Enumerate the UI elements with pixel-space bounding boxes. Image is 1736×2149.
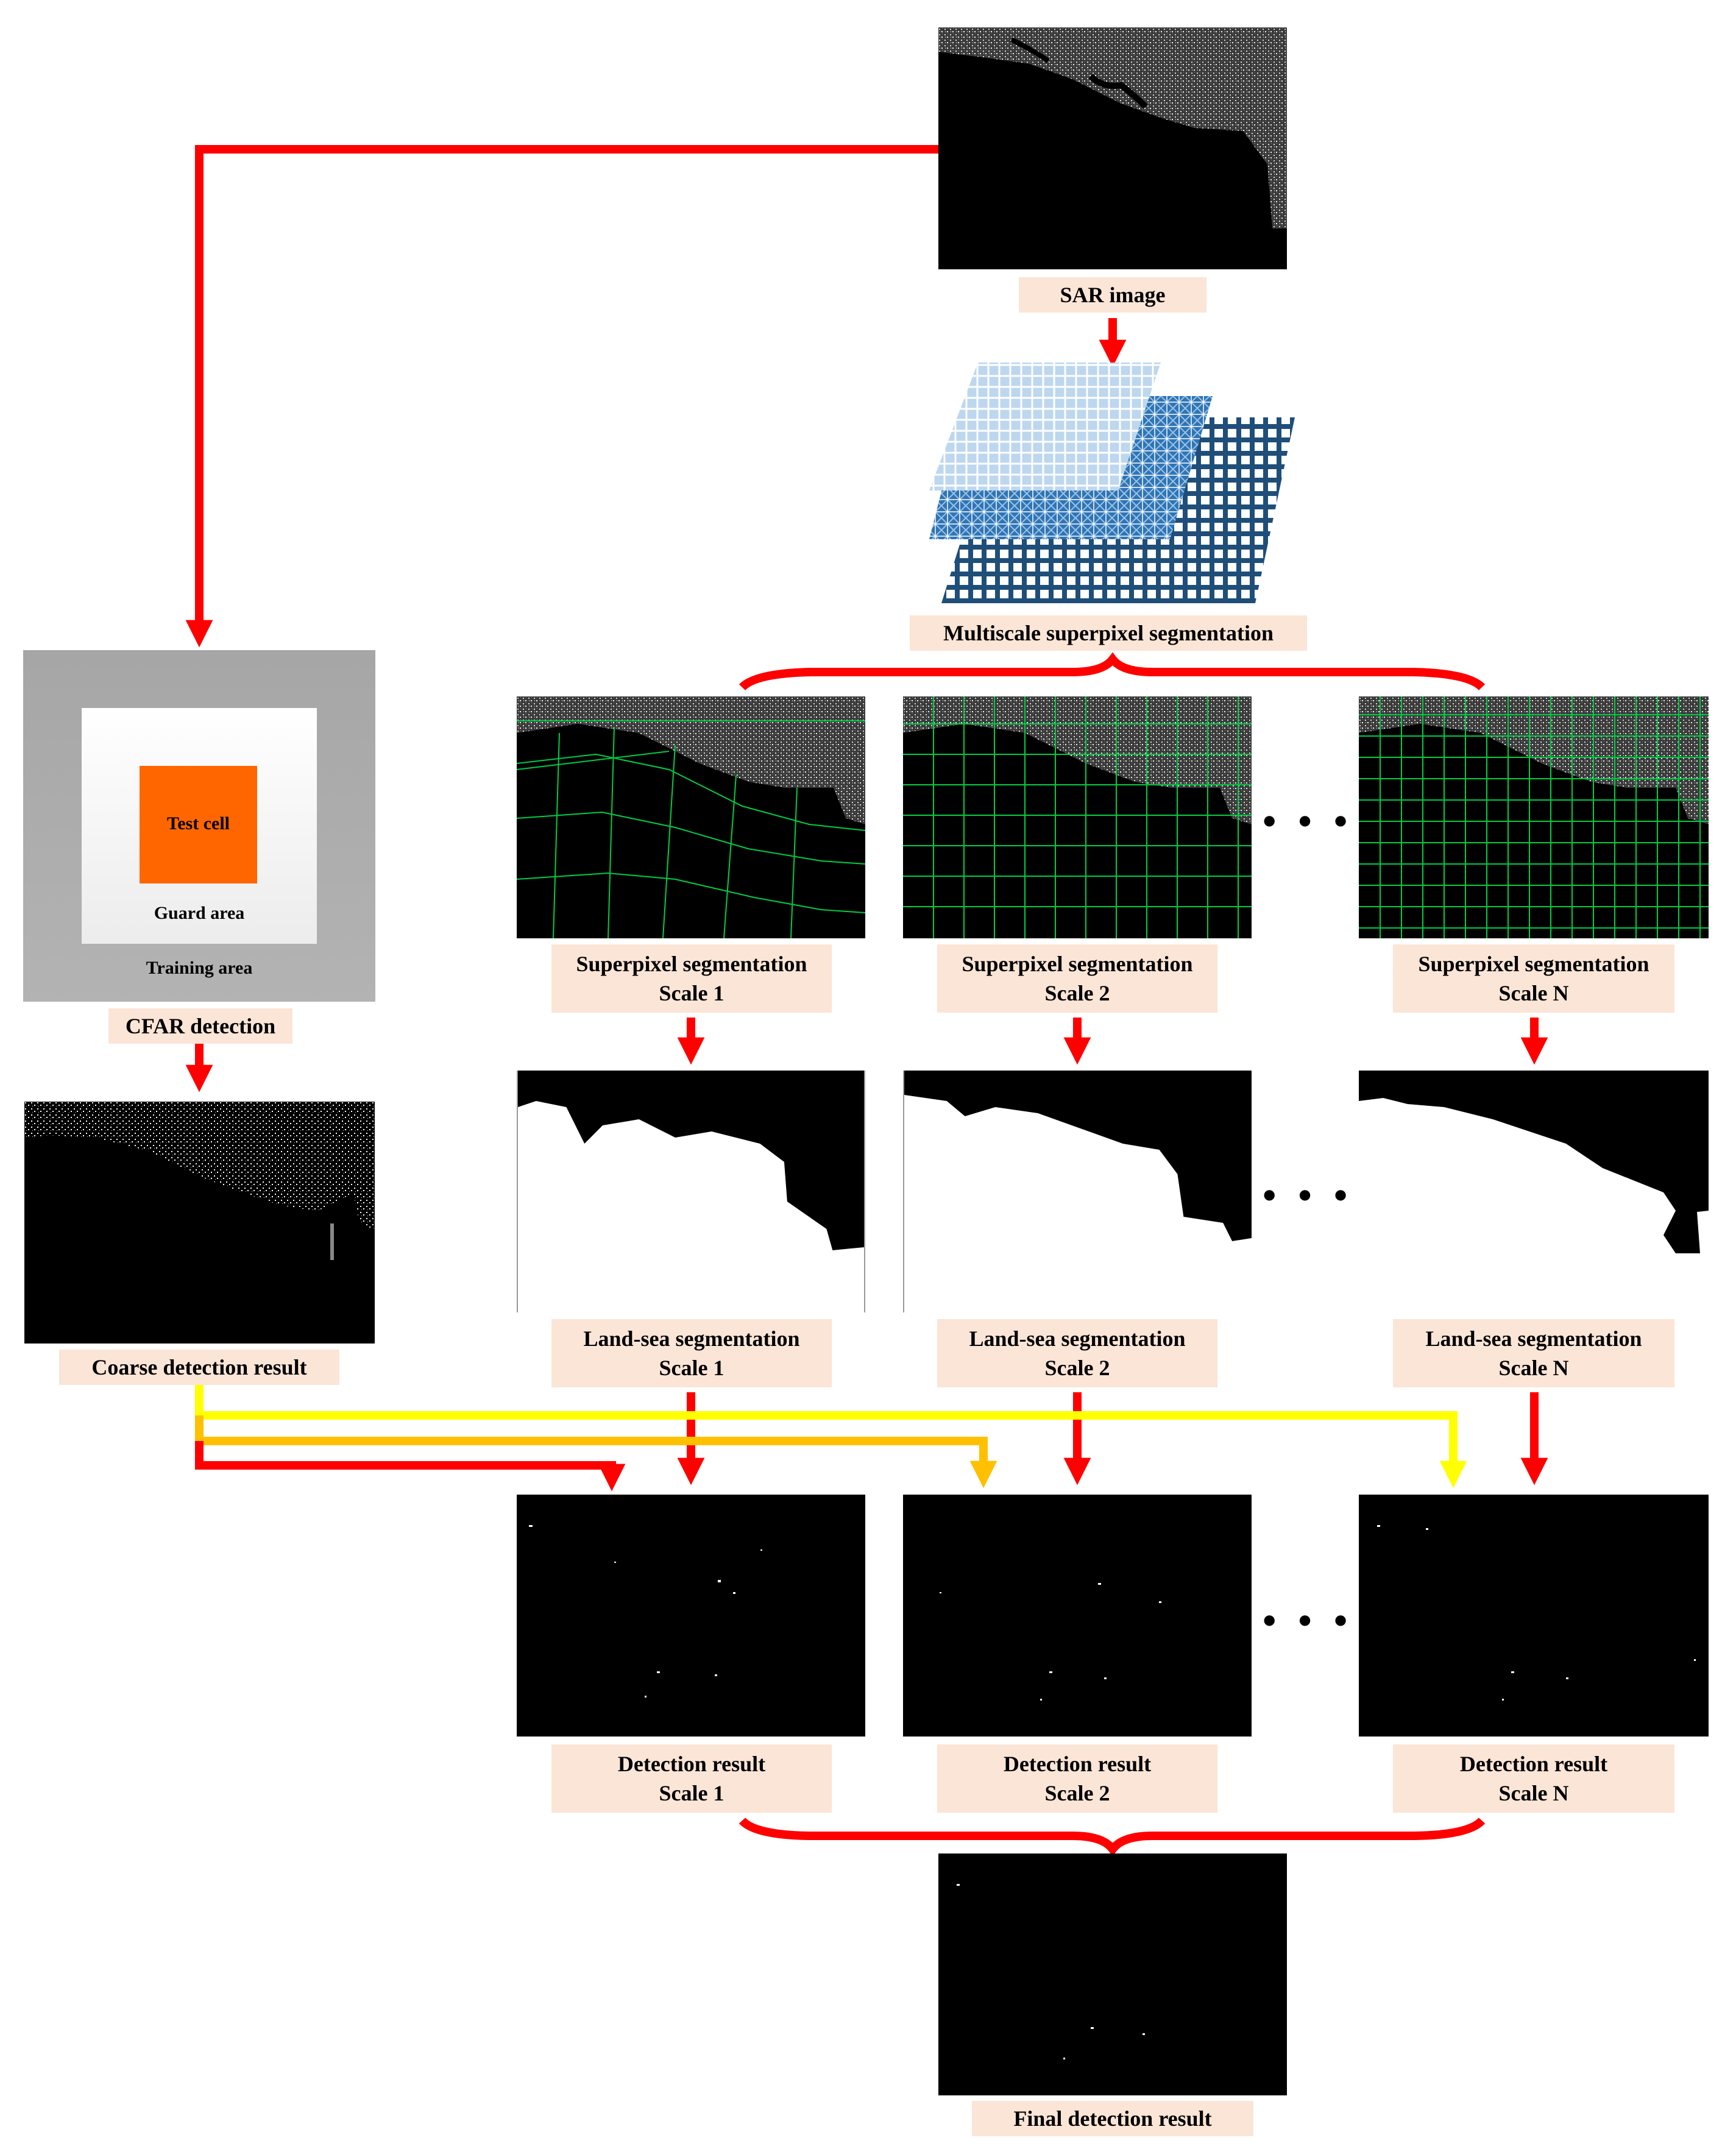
- superpixel-label-line1: Superpixel segmentation: [576, 952, 807, 976]
- superpixel-label-scale-1: Superpixel segmentation Scale 1: [551, 944, 832, 1013]
- detection-label-line1: Detection result: [1459, 1752, 1608, 1776]
- land-sea-label-line2: Scale 1: [659, 1356, 725, 1380]
- land-sea-image-scale-2: [903, 1071, 1252, 1312]
- training-area-text: Training area: [146, 958, 253, 978]
- ellipsis-detection: • • •: [1263, 1599, 1354, 1642]
- land-sea-image-scale-1: [517, 1071, 865, 1312]
- sar-image: [938, 27, 1287, 269]
- land-sea-label-line2: Scale N: [1498, 1356, 1569, 1380]
- test-cell-text: Test cell: [166, 813, 230, 834]
- brace-bottom: [739, 1817, 1486, 1857]
- superpixel-label-scale-2: Superpixel segmentation Scale 2: [937, 944, 1217, 1013]
- land-sea-label-scale-1: Land-sea segmentation Scale 1: [551, 1319, 832, 1387]
- detection-label-scale-1: Detection result Scale 1: [551, 1744, 832, 1813]
- detection-label-line1: Detection result: [617, 1752, 766, 1776]
- grid-layer-fine: [929, 363, 1161, 490]
- superpixel-label-line2: Scale 2: [1044, 981, 1110, 1005]
- superpixel-label-line1: Superpixel segmentation: [1418, 952, 1649, 976]
- cfar-training-area: Test cell Guard area Training area: [23, 650, 375, 1002]
- multiscale-label: Multiscale superpixel segmentation: [910, 615, 1307, 651]
- superpixel-label-line1: Superpixel segmentation: [962, 952, 1193, 976]
- coarse-detection-image: [24, 1102, 375, 1344]
- land-sea-label-line1: Land-sea segmentation: [969, 1326, 1186, 1351]
- arrow-coarse-to-det1: [195, 1441, 626, 1492]
- final-detection-text: Final detection result: [1013, 2106, 1212, 2131]
- superpixel-image-scale-1: [517, 696, 865, 938]
- multiscale-text: Multiscale superpixel segmentation: [943, 621, 1274, 645]
- land-sea-label-scale-2: Land-sea segmentation Scale 2: [937, 1319, 1217, 1387]
- cfar-text: CFAR detection: [125, 1014, 276, 1038]
- land-sea-image-scale-n: [1359, 1071, 1709, 1312]
- sar-image-label: SAR image: [1019, 277, 1206, 313]
- detection-image-scale-n: [1359, 1495, 1709, 1737]
- sar-image-text: SAR image: [1060, 283, 1166, 307]
- final-detection-image: [938, 1853, 1287, 2095]
- cfar-guard-area: Test cell Guard area: [82, 708, 317, 944]
- superpixel-label-line2: Scale 1: [659, 981, 725, 1005]
- cfar-label: CFAR detection: [108, 1008, 292, 1044]
- arrow-coarse-to-detN: [195, 1383, 1467, 1489]
- detection-label-line2: Scale 2: [1044, 1781, 1110, 1805]
- superpixel-label-scale-n: Superpixel segmentation Scale N: [1393, 944, 1674, 1013]
- detection-label-scale-2: Detection result Scale 2: [937, 1744, 1217, 1813]
- superpixel-label-line2: Scale N: [1498, 981, 1569, 1005]
- detection-label-scale-n: Detection result Scale N: [1393, 1744, 1674, 1813]
- land-sea-label-scale-n: Land-sea segmentation Scale N: [1393, 1319, 1674, 1387]
- land-sea-label-line2: Scale 2: [1044, 1356, 1110, 1380]
- final-detection-label: Final detection result: [972, 2101, 1253, 2136]
- detection-image-scale-1: [517, 1495, 865, 1737]
- land-sea-label-line1: Land-sea segmentation: [1425, 1326, 1642, 1351]
- arrow-sar-to-cfar: [185, 145, 938, 648]
- superpixel-image-scale-2: [903, 696, 1252, 938]
- detection-image-scale-2: [903, 1495, 1252, 1737]
- multiscale-grid-icon: [929, 363, 1295, 603]
- brace-top: [739, 652, 1486, 691]
- detection-label-line2: Scale N: [1498, 1781, 1569, 1805]
- superpixel-image-scale-n: [1359, 696, 1709, 938]
- coarse-label: Coarse detection result: [59, 1350, 339, 1385]
- detection-label-line2: Scale 1: [659, 1781, 725, 1805]
- ellipsis-land-sea: • • •: [1263, 1174, 1354, 1217]
- land-sea-label-line1: Land-sea segmentation: [583, 1326, 800, 1351]
- ellipsis-superpixel: • • •: [1263, 799, 1354, 843]
- cfar-test-cell: Test cell: [140, 766, 257, 883]
- detection-label-line1: Detection result: [1003, 1752, 1152, 1776]
- coarse-text: Coarse detection result: [91, 1355, 307, 1379]
- guard-area-text: Guard area: [154, 903, 245, 923]
- arrow-coarse-to-det2: [195, 1415, 997, 1489]
